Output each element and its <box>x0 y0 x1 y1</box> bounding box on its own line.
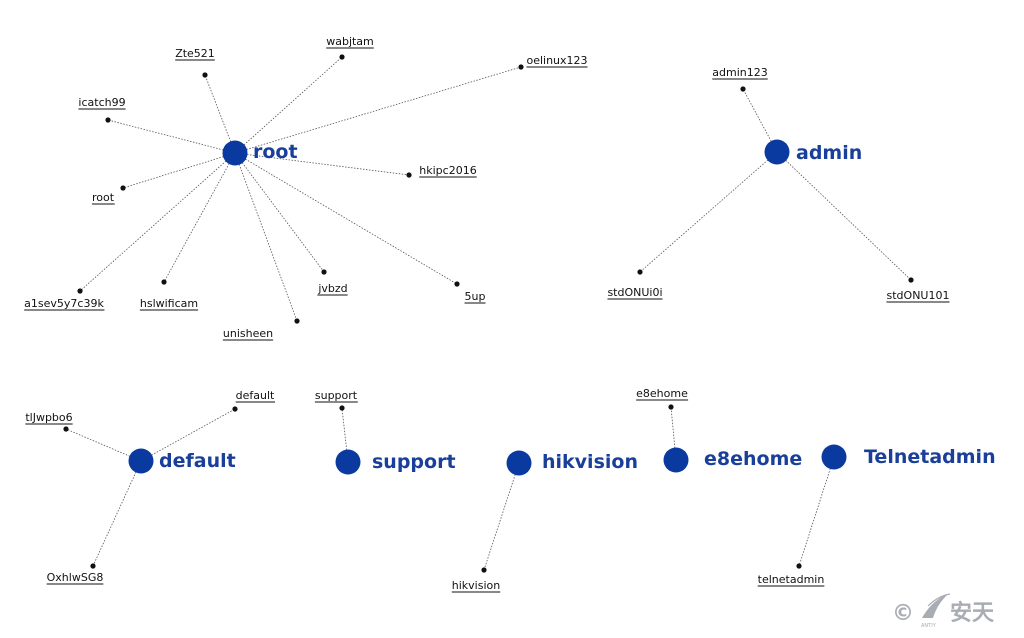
leaf-label: e8ehome <box>636 387 688 400</box>
hub-node <box>663 447 689 473</box>
leaf-label: Zte521 <box>175 47 215 60</box>
leaf-node <box>796 563 802 569</box>
hub-label: admin <box>796 142 862 164</box>
edge <box>234 152 298 322</box>
leaf-label: unisheen <box>223 327 273 340</box>
hub-label: support <box>372 451 456 473</box>
leaf-label: stdONUi0i <box>607 286 662 299</box>
leaf-label: hikvision <box>452 579 500 592</box>
leaf-node <box>668 404 674 410</box>
leaf-label: 5up <box>465 290 486 303</box>
hub-label: root <box>253 141 298 163</box>
edge <box>79 152 236 292</box>
brand-text: 安天 <box>950 600 995 626</box>
leaf-label: support <box>315 389 358 402</box>
edge <box>234 152 325 273</box>
leaf-node <box>637 269 643 275</box>
hub-label: Telnetadmin <box>864 446 996 468</box>
leaf-node <box>232 406 238 412</box>
hub-label: hikvision <box>542 451 638 473</box>
leaf-node <box>161 279 167 285</box>
hub-node <box>506 450 532 476</box>
leaf-label: hkipc2016 <box>419 164 476 177</box>
leaf-label: a1sev5y7c39k <box>24 297 104 310</box>
leaf-node <box>518 64 524 70</box>
edge <box>776 151 912 281</box>
leaf-node <box>90 563 96 569</box>
leaf-node <box>908 277 914 283</box>
leaf-node <box>406 172 412 178</box>
edges-layer <box>65 56 912 571</box>
hub-label: default <box>159 450 236 472</box>
leaf-node <box>339 405 345 411</box>
leaf-label: wabjtam <box>326 35 374 48</box>
leaf-node <box>740 86 746 92</box>
cluster-0: Zte521 wabjtam oelinux123 icatch99 hkipc2016… <box>24 35 588 341</box>
leaf-label: jvbzd <box>317 282 347 295</box>
leaf-label: oelinux123 <box>526 54 587 67</box>
leaf-label: admin123 <box>712 66 767 79</box>
brand-small-text: ANTIY <box>921 623 937 629</box>
edge <box>798 456 835 567</box>
leaf-node <box>120 185 126 191</box>
edge <box>639 151 778 273</box>
antiy-watermark: © 安天 ANTIY <box>892 593 995 629</box>
edge <box>234 152 410 176</box>
hub-node <box>335 449 361 475</box>
leaf-label: icatch99 <box>78 96 125 109</box>
cluster-4: hikvision hikvision <box>451 450 638 593</box>
leaf-label: stdONU101 <box>887 289 950 302</box>
leaf-node <box>339 54 345 60</box>
antiy-logo-icon <box>922 593 951 618</box>
leaf-label: default <box>236 389 275 402</box>
leaf-node <box>105 117 111 123</box>
edge <box>234 152 458 285</box>
edge <box>107 119 236 154</box>
cluster-5: e8ehome e8ehome <box>636 387 802 473</box>
leaf-node <box>454 281 460 287</box>
cluster-3: support support <box>314 389 456 475</box>
cluster-6: telnetadmin Telnetadmin <box>757 444 996 587</box>
leaf-label: tlJwpbo6 <box>25 411 72 424</box>
leaf-node <box>481 567 487 573</box>
leaf-label: hslwificam <box>140 297 198 310</box>
edge <box>92 460 142 567</box>
hub-node <box>764 139 790 165</box>
leaf-label: telnetadmin <box>758 573 825 586</box>
leaf-node <box>63 426 69 432</box>
hub-node <box>222 140 248 166</box>
hub-label: e8ehome <box>704 448 802 470</box>
edge <box>234 56 343 154</box>
hub-node <box>128 448 154 474</box>
leaf-node <box>202 72 208 78</box>
edge <box>163 152 236 283</box>
edge <box>204 74 236 154</box>
edge <box>483 462 520 571</box>
leaf-node <box>77 288 83 294</box>
leaf-label: root <box>92 191 115 204</box>
leaf-label: OxhlwSG8 <box>47 571 104 584</box>
leaf-node <box>294 318 300 324</box>
cluster-1: admin123 stdONUi0i stdONU101 admin <box>607 66 950 303</box>
hub-node <box>821 444 847 470</box>
copyright-symbol: © <box>892 601 914 626</box>
leaf-node <box>321 269 327 275</box>
nodes-layer: Zte521 wabjtam oelinux123 icatch99 hkipc2016… <box>24 35 996 593</box>
